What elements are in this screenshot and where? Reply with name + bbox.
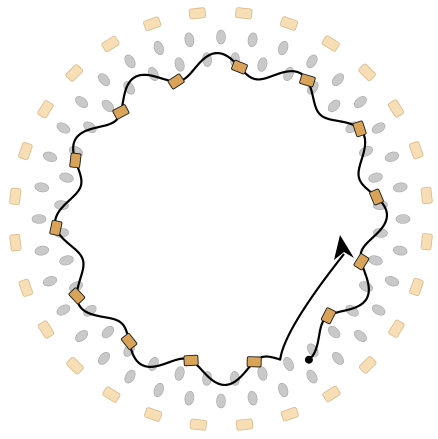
outer-tile <box>190 419 207 431</box>
outer-tile <box>189 7 206 19</box>
outer-tile <box>10 234 22 251</box>
path-tile <box>184 355 199 366</box>
outer-tile <box>421 233 433 250</box>
outer-tile <box>421 187 433 204</box>
path-tile <box>247 357 261 367</box>
outer-tile <box>9 188 21 205</box>
oval-marker <box>396 215 410 224</box>
path-tile <box>70 153 82 168</box>
outer-tile <box>235 7 252 19</box>
start-dot-icon <box>305 356 313 364</box>
oval-marker <box>217 30 226 44</box>
oval-marker <box>217 394 226 408</box>
outer-tile <box>236 419 253 431</box>
oval-marker <box>32 215 46 224</box>
